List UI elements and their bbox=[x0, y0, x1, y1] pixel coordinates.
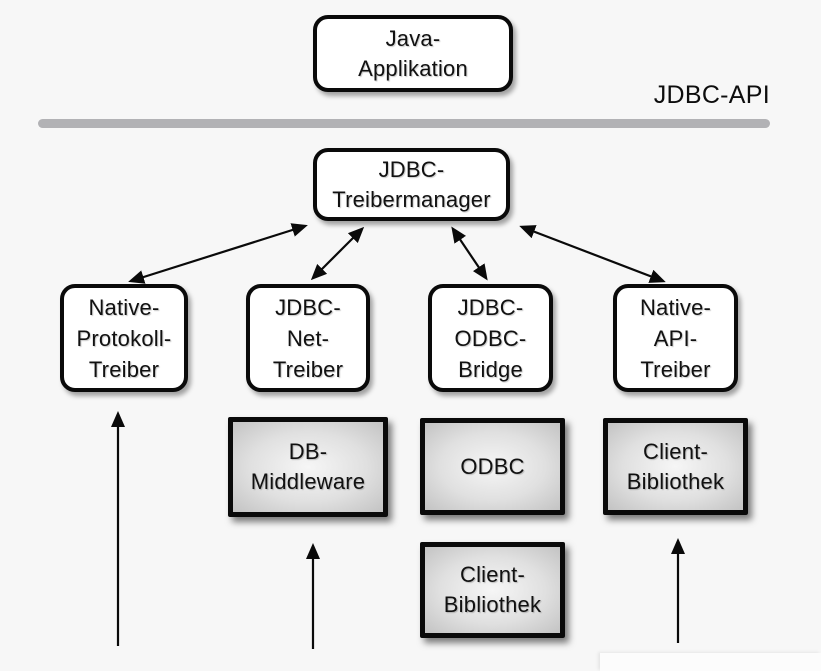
node-label: Java- Applikation bbox=[358, 25, 468, 81]
node-jdbc-odbc-bridge: JDBC- ODBC- Bridge bbox=[428, 284, 553, 392]
jdbc-api-divider bbox=[38, 119, 770, 128]
arrow-treibermanager-to-native_protokoll_treiber bbox=[128, 223, 308, 284]
node-label: JDBC- Net- Treiber bbox=[272, 294, 344, 382]
node-native-api-treiber: Native- API- Treiber bbox=[613, 284, 738, 392]
node-label: Native- Protokoll- Treiber bbox=[76, 294, 172, 382]
node-client-bibliothek-native: Client- Bibliothek bbox=[603, 418, 748, 515]
node-db-middleware: DB- Middleware bbox=[228, 417, 388, 517]
bottom-right-panel bbox=[600, 653, 821, 671]
node-label: JDBC- Treibermanager bbox=[332, 156, 491, 212]
node-jdbc-net-treiber: JDBC- Net- Treiber bbox=[246, 284, 370, 392]
node-label: DB- Middleware bbox=[250, 439, 366, 494]
node-label: Client- Bibliothek bbox=[443, 562, 542, 617]
arrow-treibermanager-to-native_api_treiber bbox=[519, 225, 666, 283]
node-label: JDBC- ODBC- Bridge bbox=[454, 294, 527, 382]
node-native-protokoll-treiber: Native- Protokoll- Treiber bbox=[60, 284, 188, 392]
node-label: ODBC bbox=[460, 453, 525, 479]
arrow-treibermanager-to-jdbc_net_treiber bbox=[310, 226, 365, 281]
node-odbc: ODBC bbox=[420, 418, 565, 515]
node-client-bibliothek-odbc: Client- Bibliothek bbox=[420, 542, 565, 638]
node-label: Client- Bibliothek bbox=[626, 438, 725, 494]
arrow-treibermanager-to-jdbc_odbc_bridge bbox=[451, 226, 488, 281]
jdbc-api-label: JDBC-API bbox=[653, 81, 770, 109]
node-label: Native- API- Treiber bbox=[639, 294, 712, 382]
node-jdbc-treibermanager: JDBC- Treibermanager bbox=[313, 148, 510, 221]
node-java-applikation: Java- Applikation bbox=[313, 15, 513, 92]
